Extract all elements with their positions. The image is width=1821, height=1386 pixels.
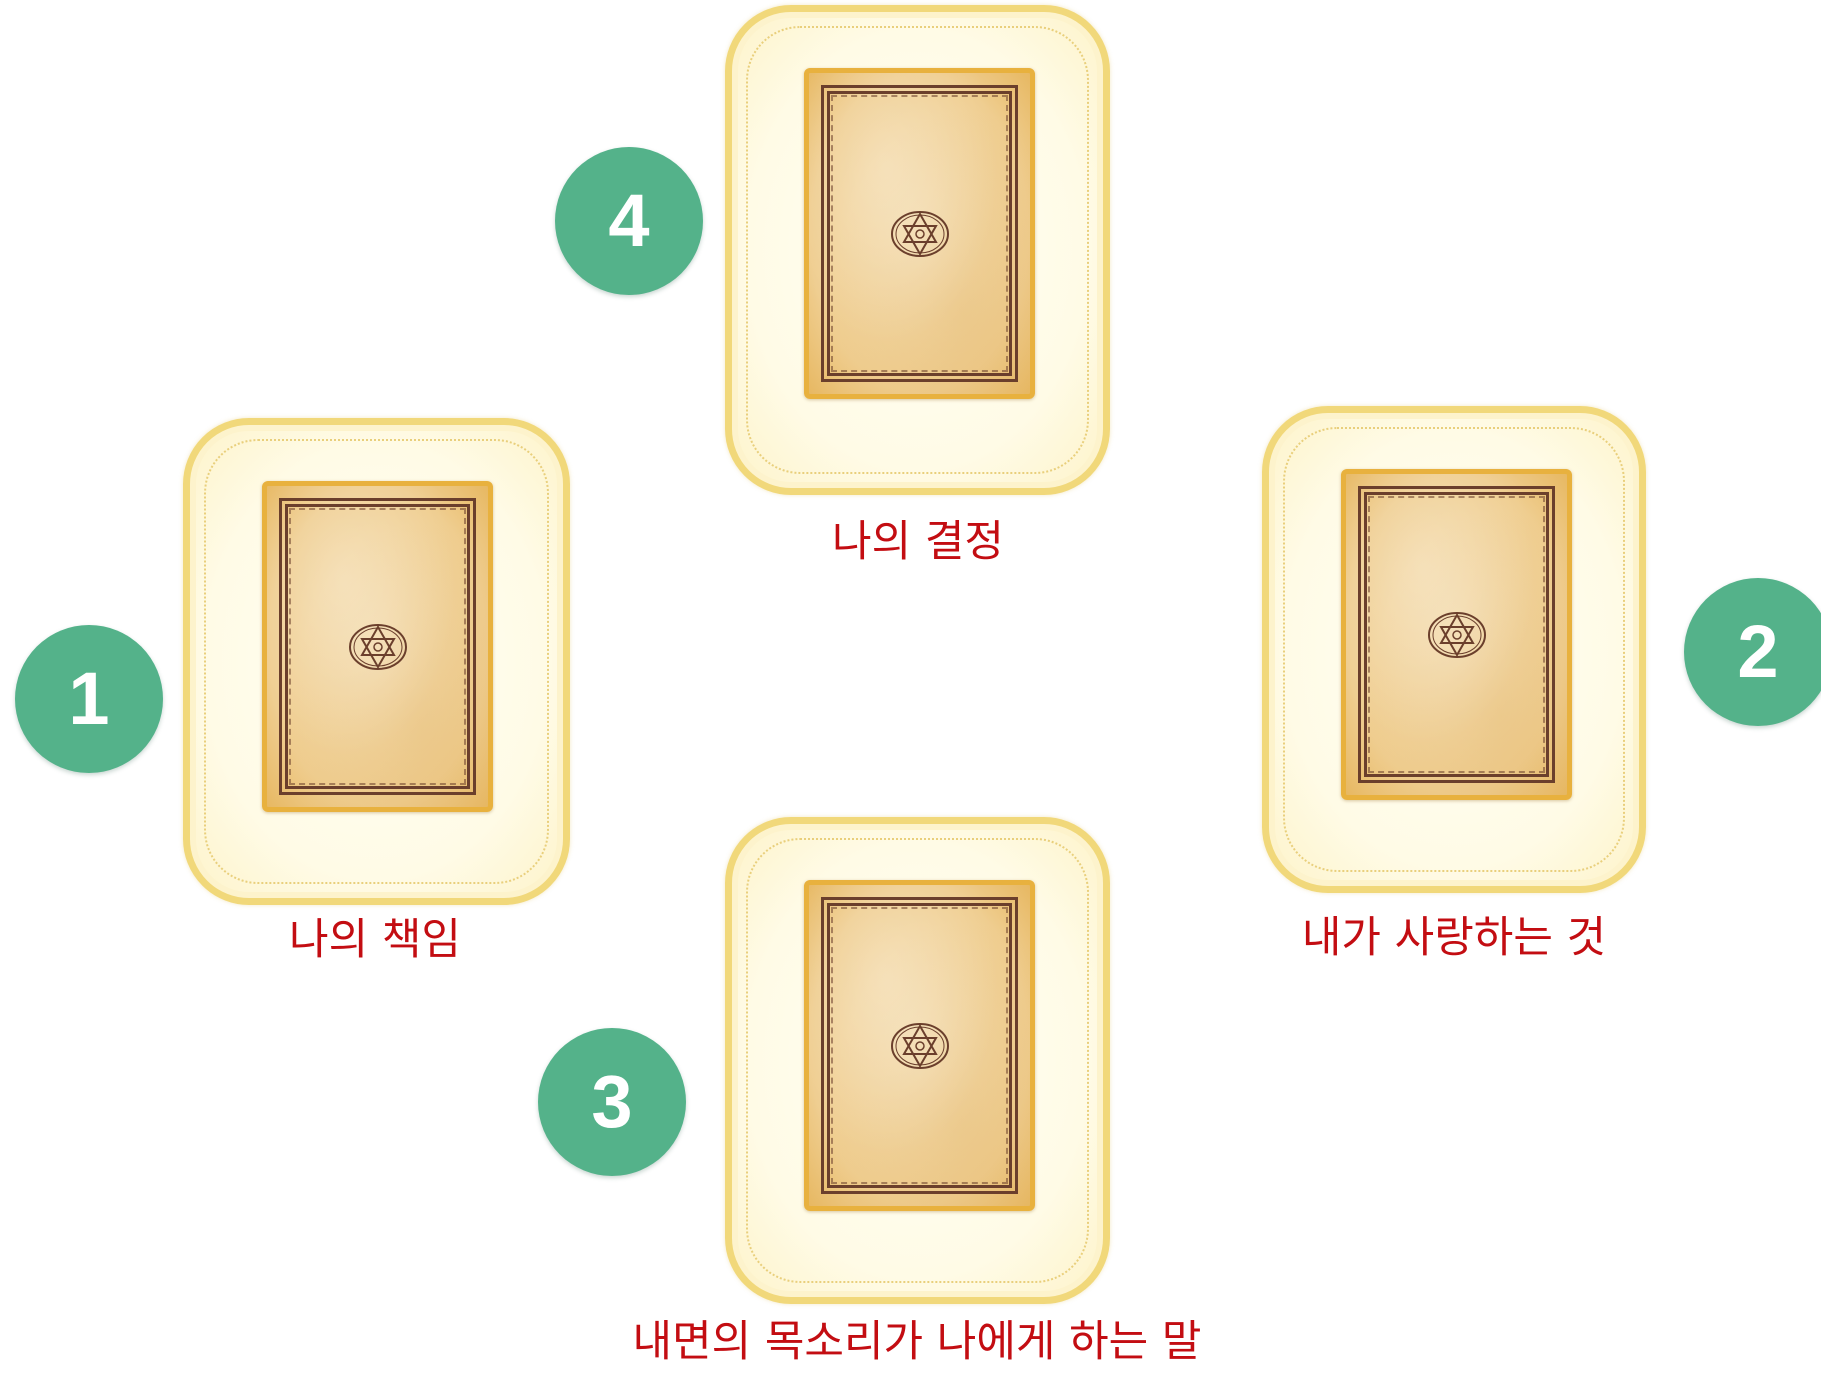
hexagram-emblem-icon <box>1427 611 1486 658</box>
position-badge-3: 3 <box>538 1028 686 1176</box>
card-back-4[interactable] <box>804 68 1035 399</box>
card-back-3[interactable] <box>804 880 1035 1211</box>
card-border-pattern <box>821 897 1018 1194</box>
position-badge-1: 1 <box>15 625 163 773</box>
card-back-2[interactable] <box>1341 469 1572 800</box>
hexagram-emblem-icon <box>348 623 407 670</box>
hexagram-emblem-icon <box>890 210 949 257</box>
hexagram-emblem-icon <box>890 1022 949 1069</box>
position-badge-2: 2 <box>1684 578 1821 726</box>
position-badge-4: 4 <box>555 147 703 295</box>
card-slot-1[interactable] <box>183 418 570 905</box>
position-label-3: 내면의 목소리가 나에게 하는 말 <box>632 1317 1202 1367</box>
card-back-1[interactable] <box>262 481 493 812</box>
card-border-pattern <box>1358 486 1555 783</box>
card-slot-4[interactable] <box>725 5 1110 495</box>
position-label-2: 내가 사랑하는 것 <box>1301 913 1607 963</box>
card-slot-3[interactable] <box>725 817 1110 1304</box>
card-slot-2[interactable] <box>1262 406 1646 893</box>
card-border-pattern <box>279 498 476 795</box>
position-label-1: 나의 책임 <box>289 915 461 965</box>
card-border-pattern <box>821 85 1018 382</box>
position-label-4: 나의 결정 <box>832 517 1004 567</box>
